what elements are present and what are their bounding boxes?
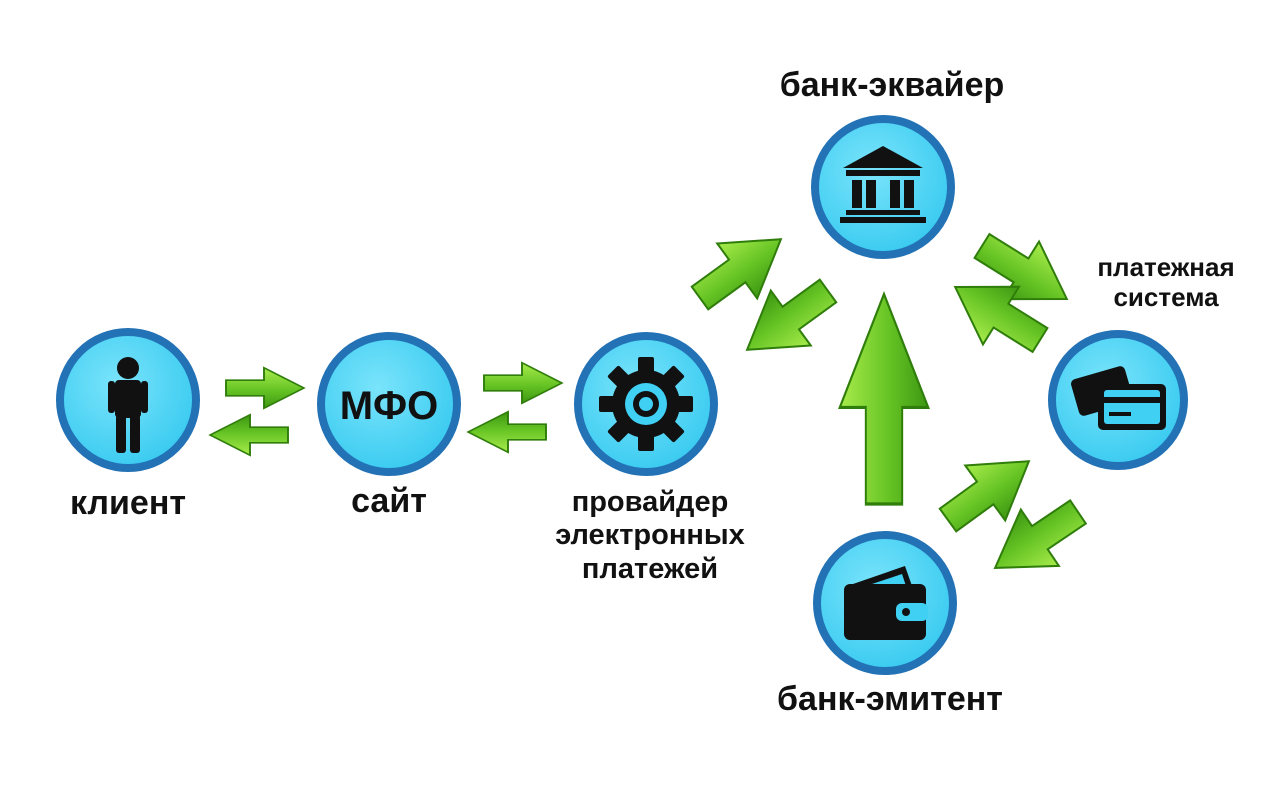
wallet-icon xyxy=(844,566,928,640)
label-payment-system-line-2: система xyxy=(1113,281,1219,312)
label-provider-line-2: электронных xyxy=(555,519,745,552)
arrow-client-to-site xyxy=(225,366,305,410)
arrow-provider-to-site xyxy=(467,410,547,454)
bank-building-icon xyxy=(840,146,926,223)
arrow-site-to-provider xyxy=(483,361,563,405)
credit-cards-icon xyxy=(1071,366,1166,430)
arrow-issuer-to-acquirer xyxy=(838,292,930,506)
arrow-site-to-client xyxy=(209,413,289,457)
node-payment-system xyxy=(1048,330,1188,470)
node-acquirer xyxy=(811,115,955,259)
label-payment-system: платежная система xyxy=(1066,252,1266,313)
label-site: сайт xyxy=(351,482,427,520)
person-icon xyxy=(108,357,148,453)
node-issuer xyxy=(813,531,957,675)
mfo-badge: МФО xyxy=(340,384,439,428)
node-provider xyxy=(574,332,718,476)
node-site: МФО xyxy=(317,332,461,476)
gear-icon xyxy=(599,357,693,451)
label-payment-system-line-1: платежная xyxy=(1097,252,1235,282)
node-client xyxy=(56,328,200,472)
label-provider-line-3: платежей xyxy=(581,552,719,585)
label-issuer: банк-эмитент xyxy=(777,680,1003,718)
label-provider-line-1: провайдер xyxy=(571,486,729,518)
label-client: клиент xyxy=(69,484,187,522)
label-provider: провайдер электронных платежей xyxy=(520,486,780,586)
label-acquirer: банк-эквайер xyxy=(779,66,1005,104)
